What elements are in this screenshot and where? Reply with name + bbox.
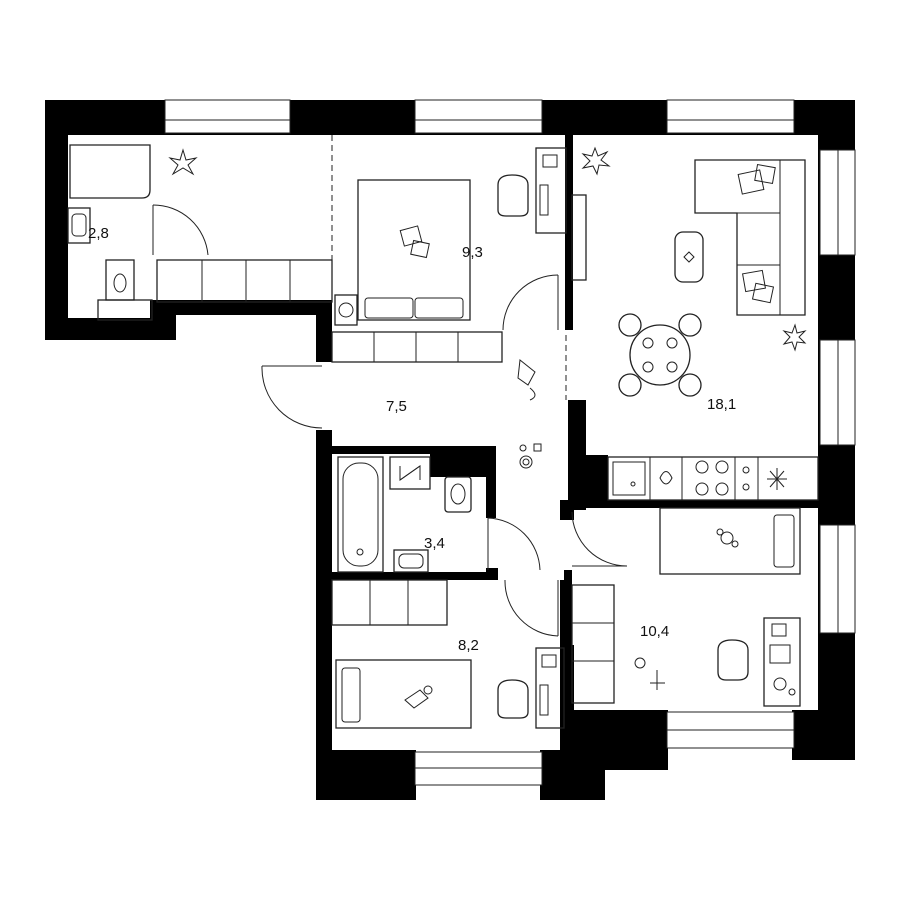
- tv-stand: [571, 194, 587, 281]
- area-label-hallway: 7,5: [386, 398, 407, 415]
- door-swing: [571, 511, 628, 567]
- area-label-kids-room: 8,2: [458, 637, 479, 654]
- chair-icon: [497, 174, 529, 217]
- area-label-living-kitchen: 18,1: [707, 396, 736, 413]
- desk-icon: [763, 617, 801, 707]
- bed-icon: [335, 659, 472, 729]
- entrance-door-swing: [261, 365, 323, 429]
- washing-machine-icon: [389, 456, 431, 490]
- door-swing: [487, 517, 541, 571]
- toy-icon: [517, 359, 536, 401]
- walls: [45, 100, 855, 800]
- sink-icon: [67, 207, 91, 244]
- plant-icon: [782, 323, 807, 352]
- area-label-bathroom: 3,4: [424, 535, 445, 552]
- chair-icon: [717, 639, 749, 681]
- stove-icon: [695, 460, 750, 496]
- wardrobe: [156, 259, 333, 303]
- kitchen-counter: [607, 456, 819, 501]
- bed-icon: [357, 179, 471, 321]
- desk-icon: [535, 647, 565, 729]
- chair-icon: [497, 679, 529, 719]
- dining-table-icon: [618, 313, 702, 397]
- washing-machine-icon: [334, 294, 358, 326]
- door-swing: [502, 274, 559, 331]
- small-bath-counter: [97, 299, 153, 321]
- sink-icon: [612, 461, 673, 496]
- toy-icon: [519, 443, 542, 469]
- coffee-table: [674, 231, 704, 283]
- sofa-icon: [694, 159, 806, 316]
- plant-icon: [581, 146, 611, 176]
- door-swing: [504, 579, 559, 637]
- area-label-bathroom-small: 2,8: [88, 225, 109, 242]
- door-swing: [152, 204, 209, 256]
- toilet-icon: [105, 259, 135, 301]
- toy-icon: [634, 657, 665, 690]
- toilet-icon: [444, 476, 472, 513]
- windows: [164, 99, 856, 786]
- kids-wardrobe: [331, 579, 448, 626]
- sink-icon: [393, 549, 429, 573]
- bookshelf: [571, 584, 615, 704]
- area-label-second-bedroom: 10,4: [640, 623, 669, 640]
- shower-icon: [69, 144, 151, 199]
- bathtub-icon: [337, 456, 384, 573]
- fridge-icon: [767, 468, 787, 490]
- area-label-bedroom: 9,3: [462, 244, 483, 261]
- hall-wardrobe: [331, 331, 503, 363]
- bed-icon: [659, 507, 801, 575]
- desk-icon: [535, 147, 567, 234]
- plant-icon: [168, 148, 198, 176]
